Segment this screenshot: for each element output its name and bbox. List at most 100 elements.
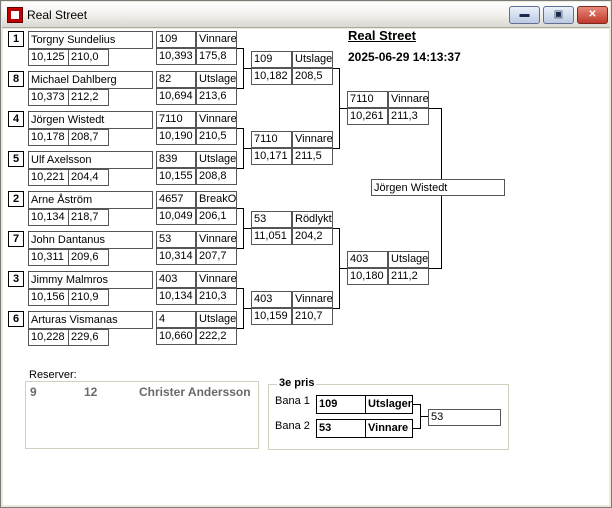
car-speed[interactable]: 208,8 — [196, 168, 237, 185]
car-number[interactable]: 839 — [156, 151, 196, 168]
car-result[interactable]: Rödlykta — [292, 211, 333, 228]
car-number[interactable]: 4657 — [156, 191, 196, 208]
car-number[interactable]: 7110 — [156, 111, 196, 128]
car-time[interactable]: 10,660 — [156, 328, 196, 345]
racer-speed[interactable]: 208,7 — [68, 129, 109, 146]
racer-speed[interactable]: 210,9 — [68, 289, 109, 306]
car-number[interactable]: 7110 — [347, 91, 388, 108]
lane1-result[interactable]: Utslagen — [365, 395, 413, 414]
car-speed[interactable]: 213,6 — [196, 88, 237, 105]
car-number[interactable]: 53 — [156, 231, 196, 248]
lane2-result[interactable]: Vinnare — [365, 419, 413, 438]
car-speed[interactable]: 211,3 — [388, 108, 429, 125]
third-connector-out — [420, 416, 428, 417]
racer-time[interactable]: 10,228 — [28, 329, 69, 346]
racer-time[interactable]: 10,373 — [28, 89, 69, 106]
car-time[interactable]: 10,182 — [251, 68, 292, 85]
car-result[interactable]: Utslagen — [196, 151, 237, 168]
car-result[interactable]: Vinnare — [196, 111, 237, 128]
racer-speed[interactable]: 212,2 — [68, 89, 109, 106]
car-result[interactable]: Utslagen — [388, 251, 429, 268]
car-result[interactable]: Vinnare — [292, 291, 333, 308]
seed-number: 1 — [8, 31, 24, 47]
car-speed[interactable]: 207,7 — [196, 248, 237, 265]
car-result[interactable]: Vinnare — [196, 271, 237, 288]
car-speed[interactable]: 210,5 — [196, 128, 237, 145]
car-result[interactable]: Vinnare — [292, 131, 333, 148]
seed-number: 6 — [8, 311, 24, 327]
lane1-car[interactable]: 109 — [316, 395, 366, 414]
car-number[interactable]: 82 — [156, 71, 196, 88]
car-time[interactable]: 10,314 — [156, 248, 196, 265]
seed-number: 8 — [8, 71, 24, 87]
car-speed[interactable]: 210,7 — [292, 308, 333, 325]
car-time[interactable]: 10,049 — [156, 208, 196, 225]
racer-speed[interactable]: 229,6 — [68, 329, 109, 346]
car-result[interactable]: Vinnare — [196, 231, 237, 248]
car-speed[interactable]: 210,3 — [196, 288, 237, 305]
car-number[interactable]: 4 — [156, 311, 196, 328]
car-speed[interactable]: 211,5 — [292, 148, 333, 165]
racer-name[interactable]: Arturas Vismanas — [28, 311, 153, 329]
datetime-label: 2025-06-29 14:13:37 — [348, 50, 461, 64]
racer-time[interactable]: 10,156 — [28, 289, 69, 306]
racer-name[interactable]: Jörgen Wistedt — [28, 111, 153, 129]
car-time[interactable]: 11,051 — [251, 228, 292, 245]
car-time[interactable]: 10,155 — [156, 168, 196, 185]
racer-name[interactable]: Torgny Sundelius — [28, 31, 153, 49]
maximize-button[interactable]: ▣ — [543, 6, 574, 24]
car-time[interactable]: 10,134 — [156, 288, 196, 305]
car-number[interactable]: 109 — [251, 51, 292, 68]
racer-name[interactable]: Arne Åström — [28, 191, 153, 209]
racer-name[interactable]: Ulf Axelsson — [28, 151, 153, 169]
car-result[interactable]: Utslagen — [292, 51, 333, 68]
racer-speed[interactable]: 209,6 — [68, 249, 109, 266]
car-result[interactable]: BreakOut — [196, 191, 237, 208]
car-result[interactable]: Vinnare — [388, 91, 429, 108]
car-time[interactable]: 10,190 — [156, 128, 196, 145]
car-time[interactable]: 10,694 — [156, 88, 196, 105]
car-number[interactable]: 109 — [156, 31, 196, 48]
lane2-car[interactable]: 53 — [316, 419, 366, 438]
car-speed[interactable]: 204,2 — [292, 228, 333, 245]
car-number[interactable]: 403 — [156, 271, 196, 288]
connector — [339, 108, 347, 109]
third-place-winner[interactable]: 53 — [428, 409, 501, 426]
car-result[interactable]: Vinnare — [196, 31, 237, 48]
connector — [237, 328, 243, 329]
racer-speed[interactable]: 210,0 — [68, 49, 109, 66]
racer-time[interactable]: 10,134 — [28, 209, 69, 226]
racer-speed[interactable]: 218,7 — [68, 209, 109, 226]
car-result[interactable]: Utslagen — [196, 71, 237, 88]
car-speed[interactable]: 175,8 — [196, 48, 237, 65]
car-time[interactable]: 10,171 — [251, 148, 292, 165]
car-number[interactable]: 7110 — [251, 131, 292, 148]
car-time[interactable]: 10,261 — [347, 108, 388, 125]
racer-name[interactable]: Jimmy Malmros — [28, 271, 153, 289]
racer-time[interactable]: 10,125 — [28, 49, 69, 66]
racer-time[interactable]: 10,311 — [28, 249, 69, 266]
car-speed[interactable]: 206,1 — [196, 208, 237, 225]
car-speed[interactable]: 211,2 — [388, 268, 429, 285]
car-time[interactable]: 10,393 — [156, 48, 196, 65]
car-result[interactable]: Utslagen — [196, 311, 237, 328]
minimize-button[interactable]: ▬ — [509, 6, 540, 24]
car-number[interactable]: 53 — [251, 211, 292, 228]
car-speed[interactable]: 222,2 — [196, 328, 237, 345]
winner-name[interactable]: Jörgen Wistedt — [371, 179, 505, 196]
car-time[interactable]: 10,159 — [251, 308, 292, 325]
third-connector-bottom — [413, 428, 420, 429]
seed-number: 5 — [8, 151, 24, 167]
racer-name[interactable]: Michael Dahlberg — [28, 71, 153, 89]
racer-speed[interactable]: 204,4 — [68, 169, 109, 186]
racer-name[interactable]: John Dantanus — [28, 231, 153, 249]
close-button[interactable]: ✕ — [577, 6, 608, 24]
racer-time[interactable]: 10,178 — [28, 129, 69, 146]
racer-time[interactable]: 10,221 — [28, 169, 69, 186]
car-speed[interactable]: 208,5 — [292, 68, 333, 85]
car-number[interactable]: 403 — [347, 251, 388, 268]
car-number[interactable]: 403 — [251, 291, 292, 308]
title-bar[interactable]: Real Street ▬ ▣ ✕ — [2, 2, 610, 28]
car-time[interactable]: 10,180 — [347, 268, 388, 285]
